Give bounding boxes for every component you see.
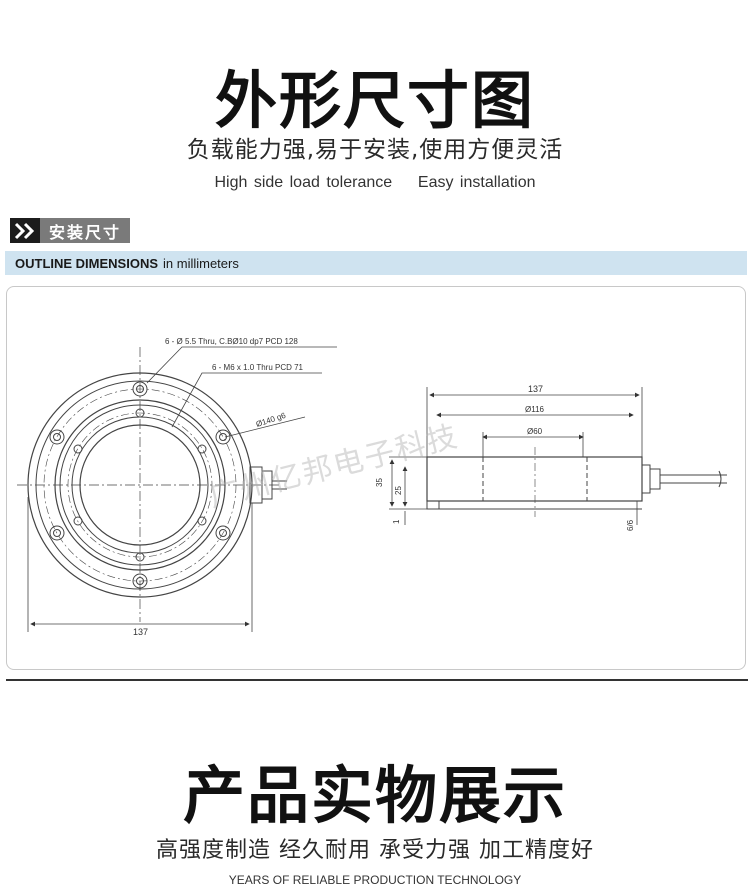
drawing-svg: 6 - Ø 5.5 Thru, C.BØ10 dp7 PCD 128 6 - M… — [17, 337, 727, 637]
side-d60-dim: Ø60 — [527, 427, 543, 436]
product-subtitle-cn: 高强度制造 经久耐用 承受力强 加工精度好 — [156, 838, 594, 863]
outline-heading: OUTLINE DIMENSIONS — [15, 255, 159, 271]
section-title-product: 产品实物展示 — [182, 759, 567, 832]
subtitle-cn: 负载能力强,易于安装,使用方便灵活 — [186, 137, 564, 163]
subtitle-en: High side load tolerance Easy installati… — [214, 174, 536, 191]
side-h25-dim: 25 — [394, 486, 403, 495]
outline-unit: in millimeters — [163, 255, 239, 271]
install-size-tag: 安装尺寸 — [10, 218, 131, 243]
callout-flange-holes: 6 - Ø 5.5 Thru, C.BØ10 dp7 PCD 128 — [165, 337, 298, 346]
dimension-drawing: 6 - Ø 5.5 Thru, C.BØ10 dp7 PCD 128 6 - M… — [6, 286, 746, 670]
side-h6-dim: 6/6 — [626, 519, 635, 531]
side-h1-dim: 1 — [392, 519, 401, 524]
side-d116-dim: Ø116 — [525, 405, 545, 414]
side-length-dim: 137 — [528, 384, 543, 394]
flange-holes — [49, 381, 231, 589]
section-title-dimensions: 外形尺寸图 — [214, 64, 535, 137]
outline-dimensions-bar: OUTLINE DIMENSIONS in millimeters — [5, 251, 747, 275]
side-h35-dim: 35 — [375, 478, 384, 487]
double-chevron-right-icon — [10, 218, 40, 243]
watermark-text: 广州亿邦电子科技 — [206, 420, 462, 514]
front-width-dim: 137 — [133, 627, 148, 637]
callout-diameter: Ø140 g6 — [255, 411, 287, 429]
section-divider — [6, 679, 748, 681]
threaded-holes — [73, 408, 207, 562]
product-subtitle-en: YEARS OF RELIABLE PRODUCTION TECHNOLOGY — [228, 873, 522, 887]
install-size-label: 安装尺寸 — [40, 218, 131, 243]
side-view — [426, 447, 727, 517]
callout-threaded-holes: 6 - M6 x 1.0 Thru PCD 71 — [212, 363, 304, 372]
